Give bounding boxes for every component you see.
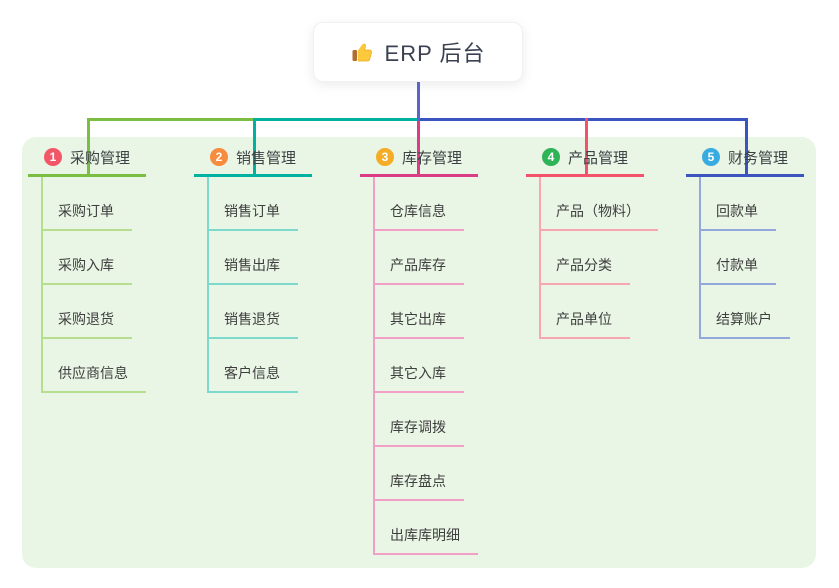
- child-node[interactable]: 销售出库: [209, 231, 298, 285]
- branch-underline: [526, 174, 644, 177]
- child-node[interactable]: 结算账户: [701, 285, 790, 339]
- branch-children: 采购订单采购入库采购退货供应商信息: [41, 177, 146, 393]
- branch-badge: 3: [376, 148, 394, 166]
- branch-children: 销售订单销售出库销售退货客户信息: [207, 177, 312, 393]
- branch-label: 财务管理: [728, 149, 789, 167]
- child-node[interactable]: 付款单: [701, 231, 776, 285]
- child-node[interactable]: 回款单: [701, 177, 776, 231]
- mindmap-canvas: [22, 137, 816, 568]
- branch-node-3: 3 库存管理 仓库信息产品库存其它出库其它入库库存调拨库存盘点出库库明细: [360, 143, 478, 555]
- branch-connector-line: [87, 118, 90, 177]
- child-node[interactable]: 采购退货: [43, 285, 132, 339]
- branch-label: 销售管理: [236, 149, 297, 167]
- branch-underline: [194, 174, 312, 177]
- branch-connector-line: [253, 118, 256, 177]
- child-node[interactable]: 销售退货: [209, 285, 298, 339]
- branch-underline: [360, 174, 478, 177]
- branch-children: 仓库信息产品库存其它出库其它入库库存调拨库存盘点出库库明细: [373, 177, 478, 555]
- child-node[interactable]: 库存调拨: [375, 393, 464, 447]
- branch-label: 产品管理: [568, 149, 629, 167]
- child-node[interactable]: 采购入库: [43, 231, 132, 285]
- child-node[interactable]: 销售订单: [209, 177, 298, 231]
- child-node[interactable]: 产品库存: [375, 231, 464, 285]
- branch-children: 回款单付款单结算账户: [699, 177, 804, 339]
- child-node[interactable]: 其它出库: [375, 285, 464, 339]
- branch-children: 产品（物料）产品分类产品单位: [539, 177, 658, 339]
- branch-node-5: 5 财务管理 回款单付款单结算账户: [686, 143, 804, 339]
- thumbs-up-icon: [351, 40, 375, 64]
- trunk-line-left: [87, 118, 256, 121]
- branch-badge: 1: [44, 148, 62, 166]
- branch-badge: 4: [542, 148, 560, 166]
- branch-connector-line: [745, 118, 748, 177]
- child-node[interactable]: 仓库信息: [375, 177, 464, 231]
- branch-title[interactable]: 5 财务管理: [686, 143, 804, 171]
- trunk-line-middle: [253, 118, 420, 121]
- branch-title[interactable]: 3 库存管理: [360, 143, 478, 171]
- branch-connector-line: [585, 118, 588, 177]
- root-node[interactable]: ERP 后台: [313, 22, 523, 82]
- branch-underline: [686, 174, 804, 177]
- root-connector-line: [417, 82, 420, 121]
- branch-title[interactable]: 2 销售管理: [194, 143, 312, 171]
- branch-title[interactable]: 4 产品管理: [526, 143, 644, 171]
- child-node[interactable]: 采购订单: [43, 177, 132, 231]
- branch-connector-line: [417, 118, 420, 177]
- branch-title[interactable]: 1 采购管理: [28, 143, 146, 171]
- trunk-line-right: [417, 118, 748, 121]
- branch-badge: 2: [210, 148, 228, 166]
- child-node[interactable]: 产品分类: [541, 231, 630, 285]
- child-node[interactable]: 库存盘点: [375, 447, 464, 501]
- branch-node-1: 1 采购管理 采购订单采购入库采购退货供应商信息: [28, 143, 146, 393]
- branch-node-2: 2 销售管理 销售订单销售出库销售退货客户信息: [194, 143, 312, 393]
- branch-label: 采购管理: [70, 149, 131, 167]
- child-node[interactable]: 其它入库: [375, 339, 464, 393]
- child-node[interactable]: 供应商信息: [43, 339, 146, 393]
- root-label: ERP 后台: [384, 41, 486, 66]
- branch-node-4: 4 产品管理 产品（物料）产品分类产品单位: [526, 143, 658, 339]
- child-node[interactable]: 出库库明细: [375, 501, 478, 555]
- child-node[interactable]: 产品单位: [541, 285, 630, 339]
- child-node[interactable]: 客户信息: [209, 339, 298, 393]
- branch-badge: 5: [702, 148, 720, 166]
- branch-underline: [28, 174, 146, 177]
- child-node[interactable]: 产品（物料）: [541, 177, 658, 231]
- branch-label: 库存管理: [402, 149, 463, 167]
